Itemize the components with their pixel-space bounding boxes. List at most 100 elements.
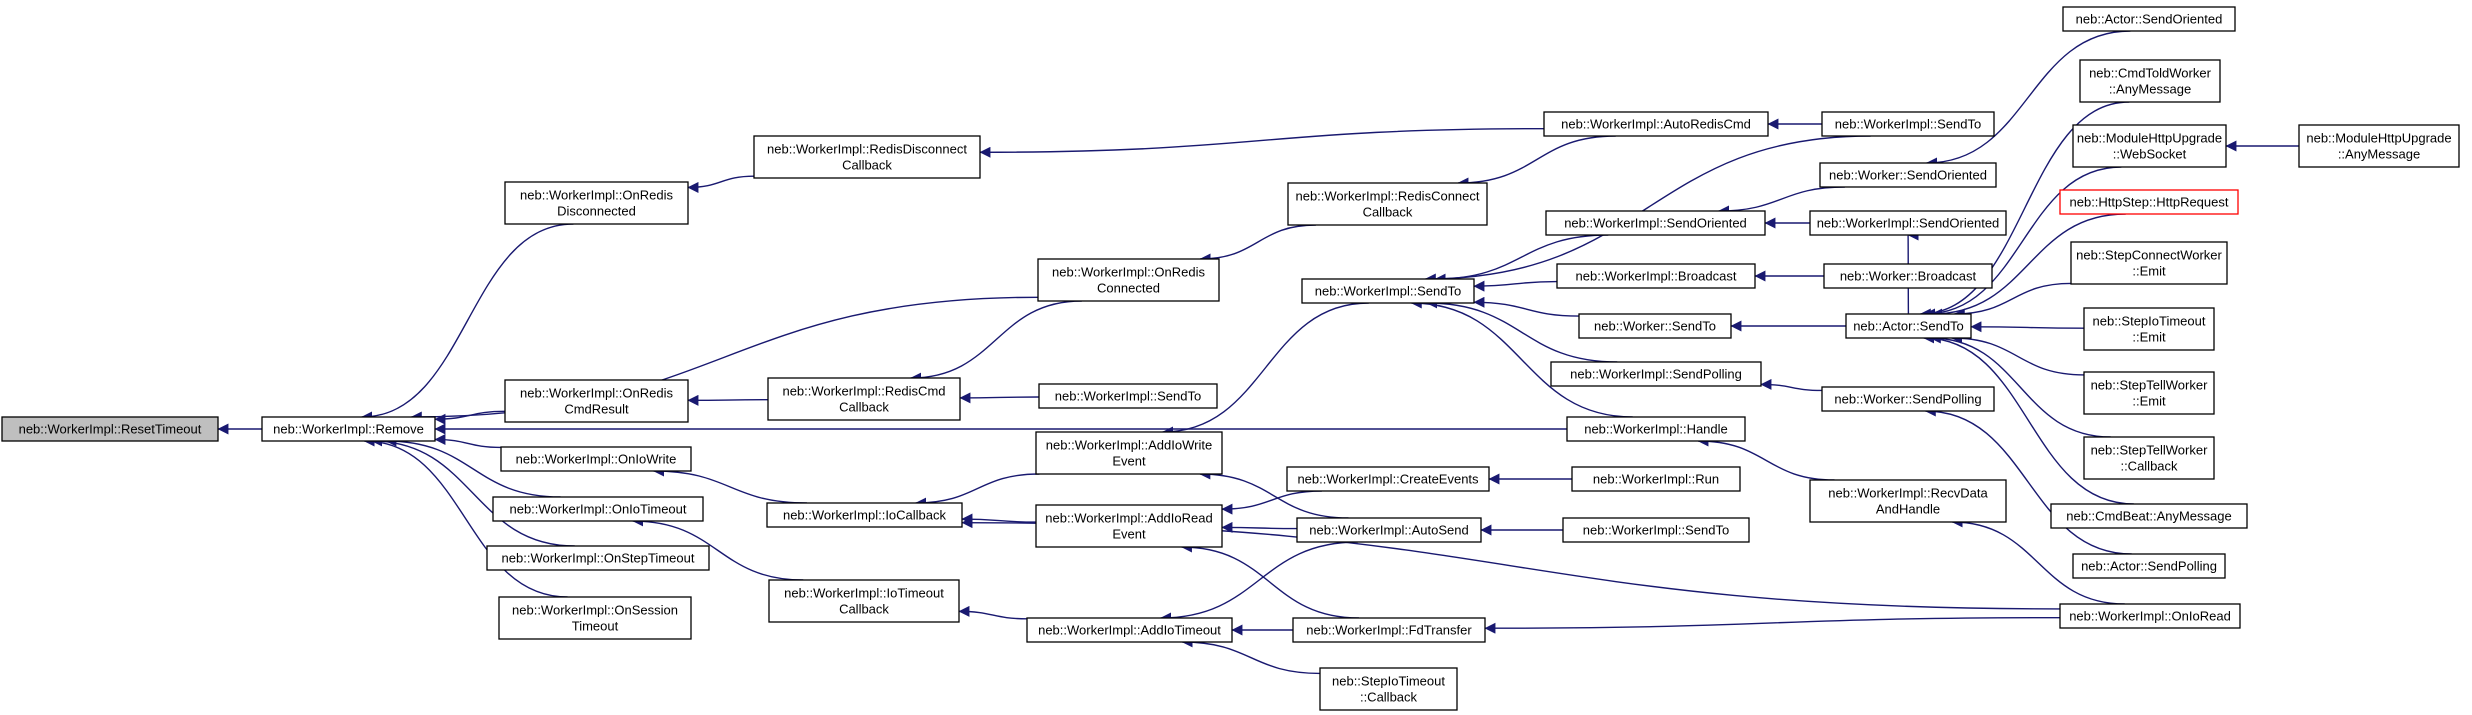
node-label: Callback: [839, 602, 889, 617]
node-label: neb::WorkerImpl::SendTo: [1055, 389, 1201, 404]
node-worker_send_polling[interactable]: neb::Worker::SendPolling: [1821, 386, 1995, 412]
node-box: [1319, 667, 1458, 711]
node-module_http_upgrade_any[interactable]: neb::ModuleHttpUpgrade::AnyMessage: [2298, 124, 2460, 168]
node-box: [1845, 313, 1972, 339]
node-label: neb::CmdBeat::AnyMessage: [2066, 509, 2231, 524]
call-edge-io_callback-to-on_io_write: [652, 465, 807, 504]
node-label: neb::Worker::SendTo: [1594, 319, 1716, 334]
node-box: [753, 135, 981, 179]
node-http_step_request[interactable]: neb::HttpStep::HttpRequest: [2059, 189, 2239, 215]
call-edge-add_io_write_event-to-io_callback: [915, 473, 1040, 509]
node-box: [2070, 241, 2228, 285]
call-edge-on_io_write-to-remove: [434, 433, 502, 449]
call-edge-on_step_timeout-to-remove: [371, 435, 575, 547]
node-actor_send_polling[interactable]: neb::Actor::SendPolling: [2072, 553, 2226, 579]
node-sendto_a[interactable]: neb::WorkerImpl::SendTo: [1038, 383, 1218, 409]
node-label: ::Emit: [2132, 264, 2166, 279]
node-box: [492, 496, 704, 522]
node-label: ::WebSocket: [2113, 147, 2187, 162]
node-box: [2062, 6, 2236, 32]
node-worker_sendto[interactable]: neb::Worker::SendTo: [1578, 313, 1732, 339]
node-label: Timeout: [572, 619, 619, 634]
node-send_oriented_impl[interactable]: neb::WorkerImpl::SendOriented: [1545, 210, 1766, 236]
node-actor_send_oriented[interactable]: neb::Actor::SendOriented: [2062, 6, 2236, 32]
node-label: neb::StepConnectWorker: [2076, 248, 2222, 263]
node-sendto_main[interactable]: neb::WorkerImpl::SendTo: [1301, 278, 1475, 304]
call-edge-recv_data_handle-to-handle: [1697, 435, 1835, 481]
node-auto_redis_cmd[interactable]: neb::WorkerImpl::AutoRedisCmd: [1543, 111, 1769, 137]
node-sendto_c[interactable]: neb::WorkerImpl::SendTo: [1821, 111, 1995, 137]
node-label: neb::WorkerImpl::RedisConnect: [1295, 189, 1479, 204]
node-box: [2298, 124, 2460, 168]
node-label: neb::WorkerImpl::OnRedis: [520, 188, 673, 203]
node-label: Callback: [839, 400, 889, 415]
call-edge-io_timeout_cb-to-on_io_timeout: [632, 515, 804, 581]
node-cmd_beat[interactable]: neb::CmdBeat::AnyMessage: [2050, 503, 2248, 529]
call-edge-cmd_told_worker-to-actor_sendto: [1919, 101, 2130, 320]
call-edge-send_polling_impl-to-sendto_main: [1426, 297, 1618, 363]
call-edge-step_connect_worker-to-actor_sendto: [1953, 282, 2072, 320]
call-edge-step_tell_worker_emit-to-actor_sendto: [1951, 332, 2085, 376]
call-edge-on_io_read-to-fd_transfer: [1484, 616, 2061, 634]
call-edge-fd_transfer-to-add_io_read_event: [1180, 541, 1360, 619]
node-io_callback[interactable]: neb::WorkerImpl::IoCallback: [766, 502, 963, 528]
node-box: [1556, 263, 1756, 289]
node-on_io_write[interactable]: neb::WorkerImpl::OnIoWrite: [500, 446, 692, 472]
node-on_io_timeout[interactable]: neb::WorkerImpl::OnIoTimeout: [492, 496, 704, 522]
node-label: neb::WorkerImpl::OnSession: [512, 603, 678, 618]
node-step_tell_worker_cb[interactable]: neb::StepTellWorker::Callback: [2083, 436, 2215, 480]
node-step_io_timeout_emit[interactable]: neb::StepIoTimeout::Emit: [2083, 307, 2215, 351]
node-label: neb::WorkerImpl::SendTo: [1583, 523, 1729, 538]
node-step_tell_worker_emit[interactable]: neb::StepTellWorker::Emit: [2083, 371, 2215, 415]
node-create_events[interactable]: neb::WorkerImpl::CreateEvents: [1286, 466, 1490, 492]
node-on_io_read[interactable]: neb::WorkerImpl::OnIoRead: [2059, 603, 2241, 629]
node-label: neb::WorkerImpl::Handle: [1584, 422, 1728, 437]
node-send_polling_impl[interactable]: neb::WorkerImpl::SendPolling: [1550, 361, 1762, 387]
node-label: ::AnyMessage: [2109, 82, 2191, 97]
node-label: neb::WorkerImpl::OnRedis: [520, 386, 673, 401]
node-worker_send_oriented[interactable]: neb::Worker::SendOriented: [1819, 162, 1997, 188]
node-run[interactable]: neb::WorkerImpl::Run: [1571, 466, 1741, 492]
node-label: neb::WorkerImpl::AutoSend: [1309, 523, 1468, 538]
call-edge-module_http_upgrade_ws-to-actor_sendto: [1924, 166, 2122, 320]
node-step_io_timeout_cb[interactable]: neb::StepIoTimeout::Callback: [1319, 667, 1458, 711]
node-sendto_b[interactable]: neb::WorkerImpl::SendTo: [1562, 517, 1750, 543]
node-box: [2083, 371, 2215, 415]
node-remove[interactable]: neb::WorkerImpl::Remove: [261, 416, 436, 442]
node-add_io_timeout[interactable]: neb::WorkerImpl::AddIoTimeout: [1026, 617, 1233, 643]
node-step_connect_worker[interactable]: neb::StepConnectWorker::Emit: [2070, 241, 2228, 285]
node-label: neb::Worker::Broadcast: [1840, 269, 1977, 284]
node-box: [498, 596, 692, 640]
node-cmd_told_worker[interactable]: neb::CmdToldWorker::AnyMessage: [2079, 59, 2221, 103]
node-fd_transfer[interactable]: neb::WorkerImpl::FdTransfer: [1292, 617, 1486, 643]
node-reset_timeout[interactable]: neb::WorkerImpl::ResetTimeout: [1, 416, 219, 442]
node-auto_send[interactable]: neb::WorkerImpl::AutoSend: [1296, 517, 1482, 543]
node-module_http_upgrade_ws[interactable]: neb::ModuleHttpUpgrade::WebSocket: [2072, 124, 2227, 168]
node-on_step_timeout[interactable]: neb::WorkerImpl::OnStepTimeout: [486, 545, 710, 571]
node-label: neb::WorkerImpl::OnIoTimeout: [509, 502, 686, 517]
node-label: neb::WorkerImpl::IoCallback: [783, 508, 947, 523]
node-worker_broadcast[interactable]: neb::Worker::Broadcast: [1823, 263, 1993, 289]
node-label: neb::WorkerImpl::RedisDisconnect: [767, 142, 967, 157]
node-send_oriented_impl2[interactable]: neb::WorkerImpl::SendOriented: [1809, 210, 2007, 236]
node-label: neb::WorkerImpl::ResetTimeout: [19, 422, 202, 437]
node-handle[interactable]: neb::WorkerImpl::Handle: [1566, 416, 1746, 442]
node-label: neb::WorkerImpl::OnRedis: [1052, 265, 1205, 280]
node-box: [767, 377, 961, 421]
node-broadcast_impl[interactable]: neb::WorkerImpl::Broadcast: [1556, 263, 1756, 289]
call-edge-redis_cmd_cb-to-on_redis_cmd_result: [687, 394, 769, 406]
node-label: neb::HttpStep::HttpRequest: [2070, 195, 2229, 210]
node-label: neb::WorkerImpl::AddIoWrite: [1046, 438, 1212, 453]
node-actor_sendto[interactable]: neb::Actor::SendTo: [1845, 313, 1972, 339]
